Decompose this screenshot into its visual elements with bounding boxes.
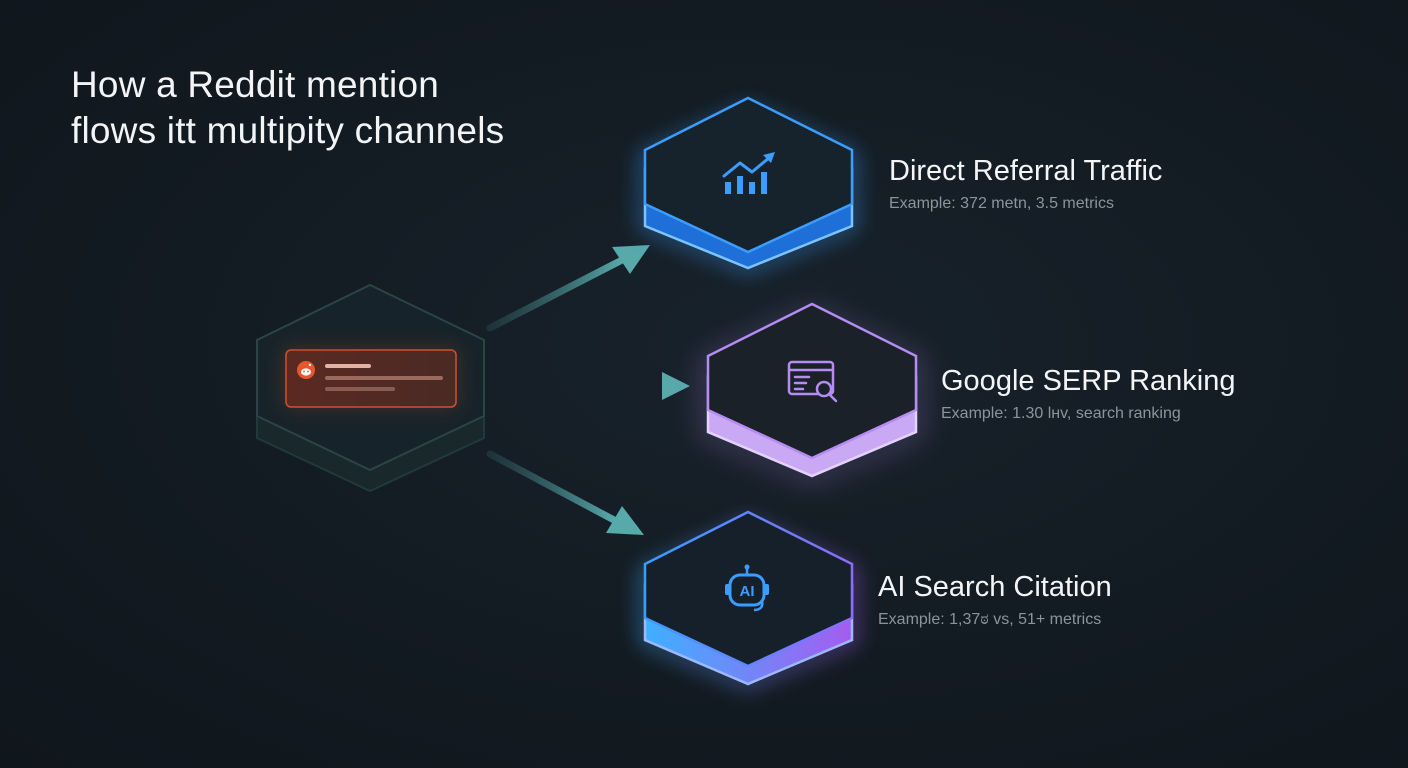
post-title-line — [325, 364, 371, 368]
direct-referral-hex-top — [643, 96, 854, 254]
trending-chart-icon — [722, 152, 775, 194]
google-serp-name: Google SERP Ranking — [941, 365, 1236, 397]
direct-referral-label: Direct Referral Traffic Example: 372 met… — [889, 153, 1162, 214]
ai-icon-label: AI — [740, 583, 755, 600]
arrow-to-direct-referral — [486, 245, 650, 332]
direct-referral-name: Direct Referral Traffic — [889, 155, 1163, 187]
ai-assistant-icon: AI — [725, 564, 769, 612]
ai-search-label: AI Search Citation Example: 1,37ಠ vs, 51… — [878, 569, 1112, 630]
reddit-icon — [297, 361, 315, 379]
post-body-line-1 — [325, 376, 443, 380]
source-node — [256, 283, 485, 493]
search-browser-icon — [787, 360, 838, 403]
google-serp-node — [703, 302, 921, 482]
google-serp-label: Google SERP Ranking Example: 1.30 lнv, s… — [941, 363, 1235, 424]
google-serp-hex-top — [706, 302, 918, 460]
arrow-to-google-serp — [506, 372, 690, 400]
arrow-to-ai-search — [486, 450, 644, 535]
direct-referral-example: Example: 372 metn, 3.5 metrics — [889, 195, 1114, 212]
ai-search-node: AI — [640, 510, 857, 690]
ai-search-name: AI Search Citation — [878, 571, 1112, 603]
title-line-2: flows itt multipity channels — [71, 110, 505, 151]
diagram-title: How a Reddit mention flows itt multipity… — [71, 62, 631, 154]
post-body-line-2 — [325, 387, 395, 391]
title-line-1: How a Reddit mention — [71, 64, 440, 105]
direct-referral-node — [640, 96, 857, 274]
google-serp-example: Example: 1.30 lнv, search ranking — [941, 405, 1181, 422]
ai-search-example: Example: 1,37ಠ vs, 51+ metrics — [878, 611, 1102, 628]
